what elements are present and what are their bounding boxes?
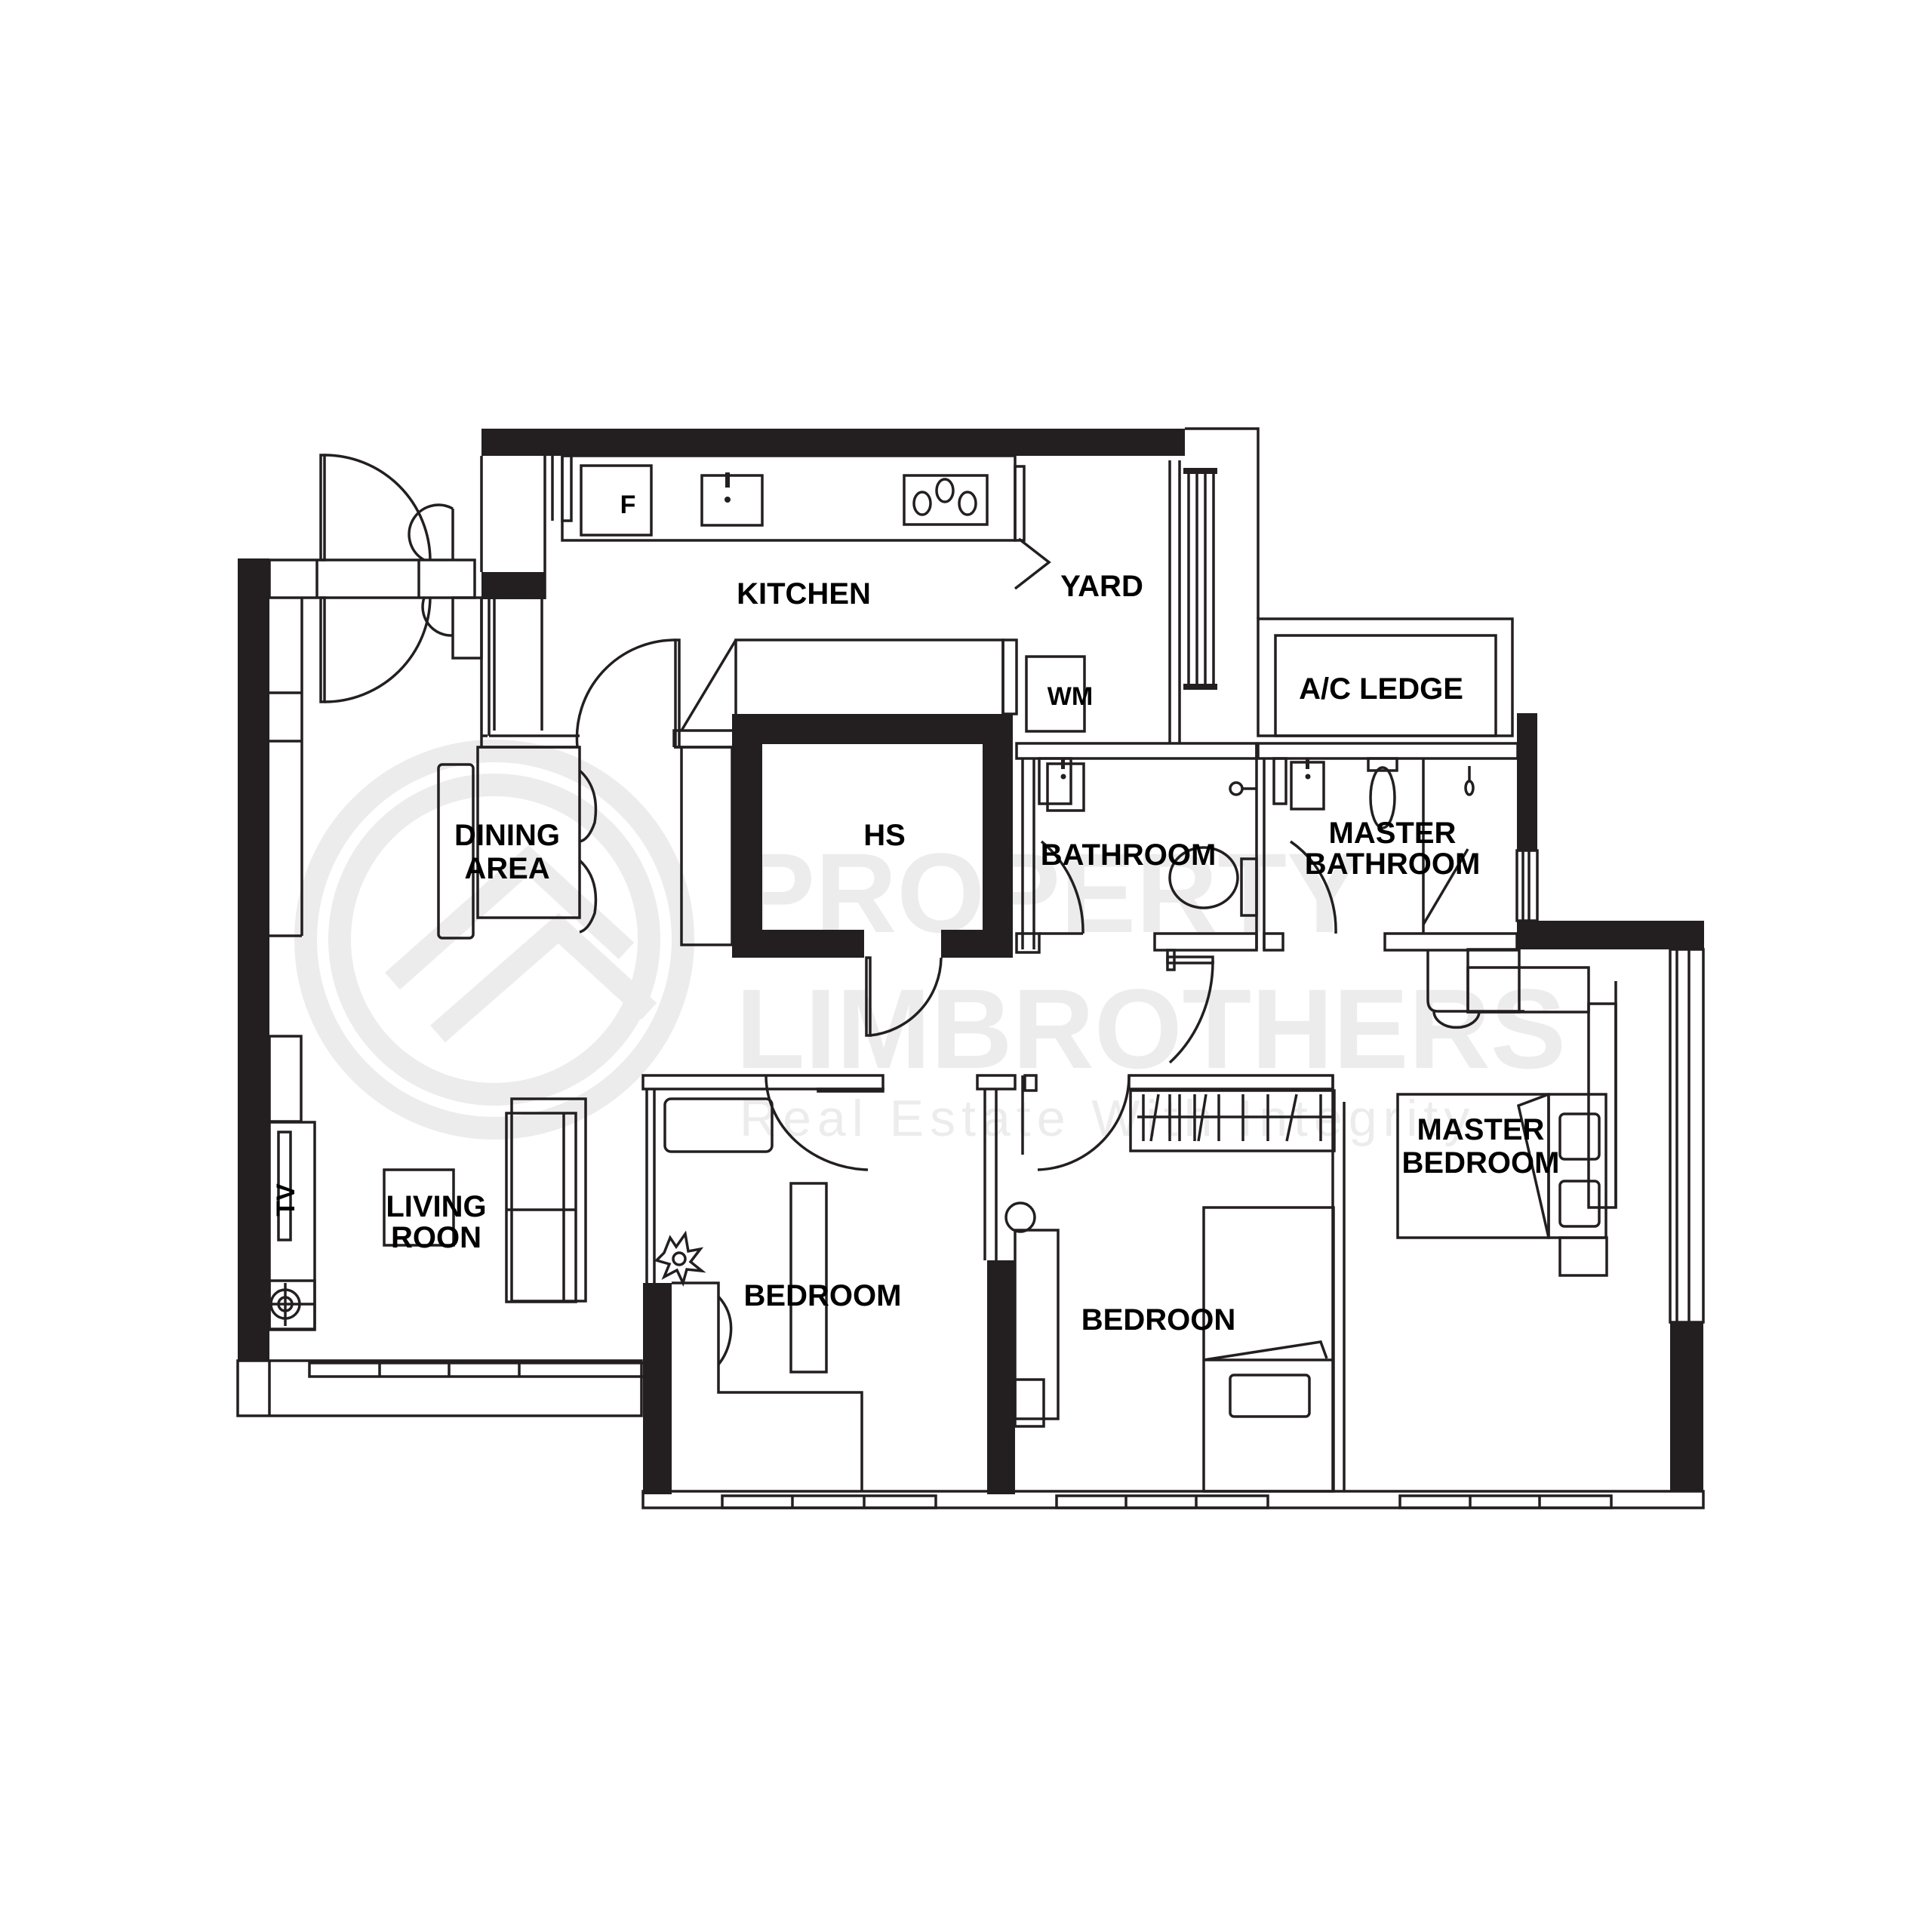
stove-icon xyxy=(903,474,989,526)
bedroom2-label: BEDROON xyxy=(1081,1303,1235,1337)
bathroom-label: BATHROOM xyxy=(1041,838,1217,872)
main-entrance-door xyxy=(319,454,454,703)
washing-machine-label: WM xyxy=(1048,682,1093,711)
bathroom-sink-icon xyxy=(1038,757,1085,812)
master-bed xyxy=(1396,1093,1608,1277)
tv xyxy=(277,1131,292,1241)
bedroom2-door xyxy=(1037,1075,1131,1171)
washing-machine xyxy=(1025,655,1086,733)
watermark: PROPERTY LIMBROTHERS Real Estate With In… xyxy=(294,740,1566,1147)
drying-rack xyxy=(1183,468,1217,690)
wall-master-bedroom-right xyxy=(1670,1322,1703,1491)
structural-walls xyxy=(238,429,1704,1494)
doors xyxy=(319,454,1524,1171)
corridor-door xyxy=(1168,960,1214,1064)
living-label-line1: LIVING xyxy=(386,1190,486,1223)
dining-label-line2: AREA xyxy=(464,852,549,885)
master-bathroom-door xyxy=(1290,840,1337,934)
bedroom2-bench-wardrobe xyxy=(1129,1089,1336,1152)
kitchen-sink-icon xyxy=(700,472,764,527)
hs-door xyxy=(865,956,943,1037)
wall-master-bath-right xyxy=(1517,713,1537,851)
wall-kitchen-left-stub xyxy=(481,572,545,599)
wall-hs-bottom-right xyxy=(941,930,1013,958)
master-bathroom-label-line1: MASTER xyxy=(1329,817,1457,850)
floor-drain-icon xyxy=(268,1279,316,1331)
dining-bench xyxy=(437,763,475,940)
bedroom2-chair xyxy=(1014,1378,1045,1428)
wall-hs-right xyxy=(983,714,1013,958)
bedroom2-bed xyxy=(1202,1206,1335,1493)
watermark-logo-inner-circle xyxy=(328,774,660,1106)
dining-label-line1: DINING xyxy=(454,819,560,852)
watermark-tagline: Real Estate With Integrity xyxy=(740,1090,1475,1147)
watermark-logo-chevrons xyxy=(385,844,657,1043)
bathroom-door xyxy=(1040,840,1084,934)
master-bedroom-door xyxy=(1426,950,1524,1029)
bedroom1-label: BEDROOM xyxy=(744,1279,902,1312)
wall-hs-left xyxy=(732,714,762,958)
bedroom1-chair xyxy=(717,1295,733,1366)
room-labels: F KITCHEN YARD A/C LEDGE WM DINING AREA … xyxy=(272,491,1559,1337)
wall-bedroom1-left xyxy=(643,1283,672,1494)
wall-kitchen-top xyxy=(481,429,1185,456)
hs-label: HS xyxy=(863,819,906,852)
tv-label: TV xyxy=(272,1183,300,1217)
wall-hs-top xyxy=(732,714,1013,744)
master-bathroom-sink-icon xyxy=(1272,757,1325,811)
tv-cabinet xyxy=(268,1121,316,1331)
wall-bedroom-divider xyxy=(987,1260,1015,1494)
master-wardrobe xyxy=(1466,948,1617,1209)
wall-living-left xyxy=(238,558,269,1361)
kitchen-label: KITCHEN xyxy=(737,577,871,611)
kitchen-door xyxy=(575,638,681,749)
sofa xyxy=(505,1097,587,1303)
coffee-table xyxy=(383,1168,455,1247)
fridge xyxy=(580,464,653,537)
master-bathroom-label-line2: BATHROOM xyxy=(1305,848,1481,881)
ac-ledge-label: A/C LEDGE xyxy=(1299,672,1463,706)
bathroom-shower-icon xyxy=(1229,781,1257,796)
bedroom2-desk xyxy=(1014,1229,1060,1420)
dining-chair xyxy=(578,859,598,934)
fixtures xyxy=(268,454,1617,1493)
master-bedroom-label-line2: BEDROOM xyxy=(1402,1146,1560,1180)
bedroom2-lamp xyxy=(1004,1201,1036,1233)
bedroom1-desk xyxy=(672,1281,863,1491)
wardrobe-hangers xyxy=(1137,1094,1334,1142)
tv-console xyxy=(268,1035,303,1123)
master-bathroom-shower-icon xyxy=(1464,766,1475,796)
living-label-line2: ROON xyxy=(391,1221,481,1254)
wall-hs-bottom-left xyxy=(732,930,864,958)
bathroom-toilet-icon xyxy=(1168,846,1258,917)
fridge-label: F xyxy=(620,491,636,519)
yard-label: YARD xyxy=(1060,570,1143,603)
master-bathroom-toilet-icon xyxy=(1367,757,1398,829)
wall-master-bedroom-top xyxy=(1517,921,1704,949)
bedroom1-wardrobe xyxy=(789,1182,828,1374)
plant-icon xyxy=(654,1230,706,1287)
master-bedroom-label-line1: MASTER xyxy=(1417,1113,1545,1146)
watermark-logo-circle xyxy=(294,740,694,1140)
bedroom1-bench xyxy=(663,1097,774,1153)
dining-chair xyxy=(578,769,598,843)
watermark-brand-line2: LIMBROTHERS xyxy=(736,965,1566,1092)
bedroom1-door xyxy=(764,1075,869,1171)
